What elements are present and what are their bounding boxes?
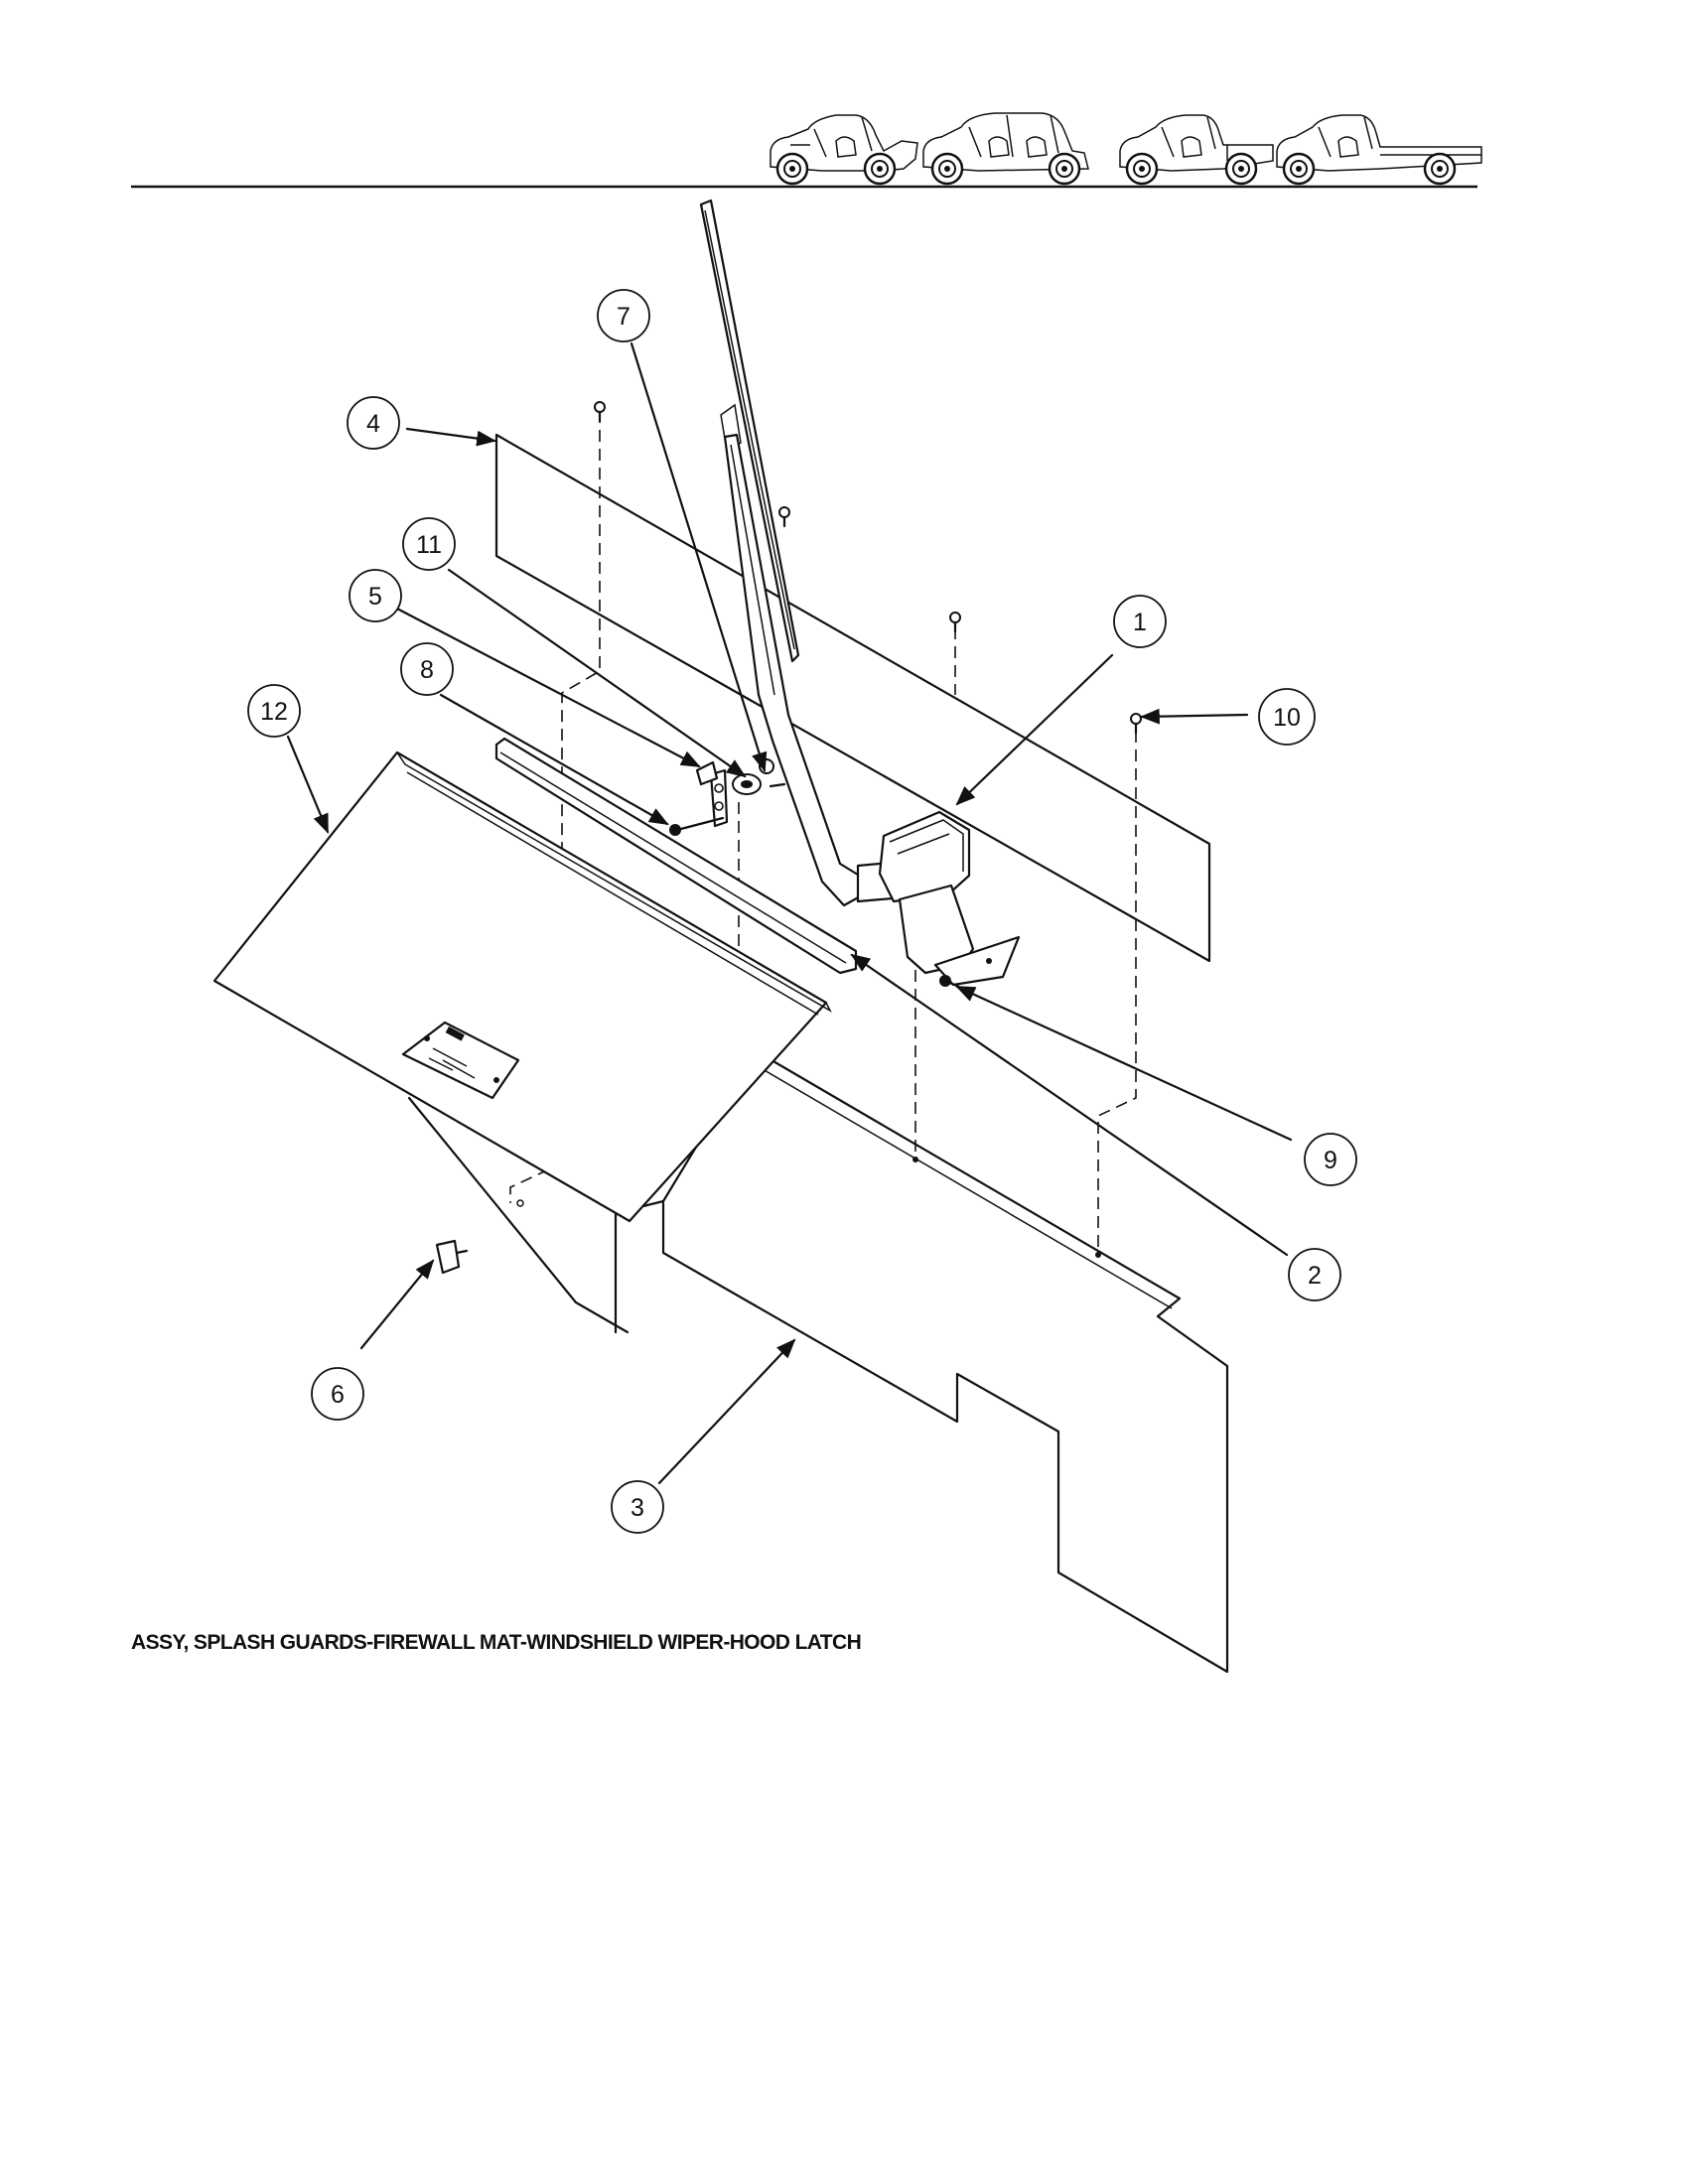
svg-text:4: 4 <box>366 410 380 438</box>
vehicle-short-bed-icon <box>1119 114 1274 186</box>
svg-text:11: 11 <box>416 531 442 559</box>
splash-guard <box>494 433 1211 963</box>
wiper-motor <box>856 810 1021 987</box>
screws <box>516 401 1142 1258</box>
callout-7: 7 <box>597 289 650 342</box>
vehicle-flatbed-icon <box>1276 114 1482 186</box>
hood-hinge <box>695 760 729 828</box>
svg-text:2: 2 <box>1308 1262 1322 1290</box>
svg-text:9: 9 <box>1324 1147 1337 1174</box>
svg-text:12: 12 <box>260 698 288 726</box>
vehicle-four-seat-icon <box>922 112 1089 186</box>
hinge-bolt <box>669 782 786 836</box>
callout-8: 8 <box>400 642 454 696</box>
callout-3: 3 <box>611 1480 664 1534</box>
callout-6: 6 <box>311 1367 364 1421</box>
svg-text:8: 8 <box>420 656 434 684</box>
svg-text:3: 3 <box>631 1494 644 1522</box>
vehicle-two-seat-icon <box>770 114 918 186</box>
hood <box>212 751 832 1223</box>
callout-12: 12 <box>247 684 301 738</box>
callout-1: 1 <box>1113 595 1167 648</box>
callout-9: 9 <box>1304 1133 1357 1186</box>
callout-2: 2 <box>1288 1248 1341 1301</box>
svg-text:7: 7 <box>617 303 631 331</box>
diagram-caption: ASSY, SPLASH GUARDS-FIREWALL MAT-WINDSHI… <box>131 1631 862 1654</box>
callout-4: 4 <box>347 396 400 450</box>
callout-10: 10 <box>1258 688 1316 746</box>
svg-text:6: 6 <box>331 1381 345 1409</box>
svg-text:10: 10 <box>1273 704 1301 732</box>
callout-5: 5 <box>349 569 402 622</box>
push-rivet <box>435 1239 469 1275</box>
spacer <box>732 773 762 795</box>
callout-11: 11 <box>402 517 456 571</box>
hood-latch-label <box>401 1021 520 1100</box>
svg-text:1: 1 <box>1133 609 1147 636</box>
svg-text:5: 5 <box>368 583 382 611</box>
leader-lines <box>286 341 1293 1485</box>
